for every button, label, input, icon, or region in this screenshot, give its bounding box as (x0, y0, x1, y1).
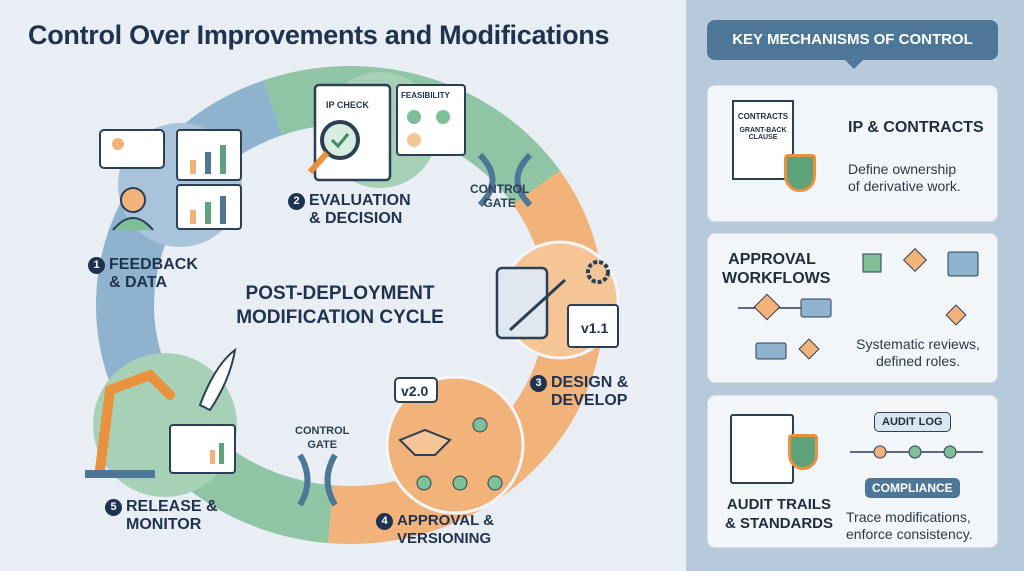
step-number-badge: 4 (376, 513, 393, 530)
doc-title: CONTRACTS (737, 112, 789, 121)
doc-sub: GRANT-BACK (739, 127, 787, 134)
compliance-tag: COMPLIANCE (865, 478, 960, 498)
desc-line: Systematic reviews, (856, 336, 980, 352)
workflow-diagram-icon (738, 247, 979, 360)
ip-check-text: IP CHECK (326, 100, 369, 110)
shield-check-icon (784, 154, 816, 192)
title-line: APPROVAL (728, 251, 816, 268)
step-label-line: DESIGN & (551, 374, 629, 391)
audit-timeline-icon (850, 445, 983, 459)
control-gate-label: CONTROL GATE (295, 424, 349, 452)
page-title: Control Over Improvements and Modificati… (28, 20, 610, 50)
cycle-center-title: POST-DEPLOYMENT MODIFICATION CYCLE (220, 282, 460, 330)
ip-check-clipboard-icon: IP CHECK FEASIBILITY (307, 83, 466, 182)
center-title-line: MODIFICATION CYCLE (236, 307, 444, 328)
tablet-design-icon: v1.1 (495, 260, 619, 348)
desc-line: enforce consistency. (846, 526, 973, 542)
step-label-line: EVALUATION (309, 192, 411, 209)
audit-clipboard-icon (730, 414, 794, 484)
gate-line: CONTROL (295, 425, 350, 437)
step-label-line: & DATA (109, 274, 168, 291)
card-title: IP & CONTRACTS (848, 119, 984, 136)
step-label-line: VERSIONING (397, 530, 492, 547)
card-title: APPROVAL WORKFLOWS (722, 250, 831, 288)
title-line: & STANDARDS (724, 515, 834, 532)
card-approval-workflows: APPROVAL WORKFLOWS Systematic reviews,def… (707, 233, 998, 383)
gate-line: GATE (483, 196, 516, 210)
control-gate-icon (297, 152, 533, 507)
title-line: WORKFLOWS (722, 270, 831, 287)
step-label-line: APPROVAL & (397, 512, 494, 529)
card-audit-trails: AUDIT TRAILS & STANDARDS AUDIT LOG COMPLI… (707, 395, 998, 548)
step-number-badge: 2 (288, 193, 305, 210)
center-title-line: POST-DEPLOYMENT (245, 283, 435, 304)
feasibility-text: FEASIBILITY (401, 91, 451, 100)
step-label-line: FEEDBACK (109, 256, 198, 273)
robot-arm-rocket-icon (85, 347, 237, 478)
step-label-line: & DECISION (309, 210, 403, 227)
gate-line: CONTROL (470, 182, 530, 196)
shield-check-icon (788, 434, 818, 470)
card-desc: Systematic reviews,defined roles. (843, 336, 993, 370)
desc-line: Trace modifications, (846, 509, 971, 525)
step-label-line: RELEASE & (126, 498, 218, 515)
card-desc: Trace modifications,enforce consistency. (846, 509, 973, 543)
doc-sub: CLAUSE (748, 134, 778, 141)
handshake-icon: v2.0 (394, 377, 503, 491)
contract-document-icon: CONTRACTS GRANT-BACK CLAUSE (732, 100, 794, 180)
audit-log-tag: AUDIT LOG (874, 412, 951, 432)
step-number-badge: 1 (88, 257, 105, 274)
desc-line: of derivative work. (848, 178, 961, 194)
gate-line: GATE (307, 439, 338, 451)
version-v11: v1.1 (581, 320, 608, 336)
cycle-diagram: IP CHECK FEASIBILITY v1.1 v2.0 (85, 66, 620, 544)
step-number-badge: 3 (530, 375, 547, 392)
step-label-line: MONITOR (126, 516, 202, 533)
card-title: AUDIT TRAILS & STANDARDS (714, 495, 844, 533)
title-line: AUDIT TRAILS (726, 496, 832, 513)
feedback-charts-icon (99, 129, 242, 231)
card-ip-contracts: CONTRACTS GRANT-BACK CLAUSE IP & CONTRAC… (707, 85, 998, 222)
desc-line: defined roles. (875, 353, 961, 369)
version-v20: v2.0 (401, 383, 428, 399)
desc-line: Define ownership (848, 161, 957, 177)
step-label-line: DEVELOP (551, 392, 628, 409)
step-number-badge: 5 (105, 499, 122, 516)
panel-header: KEY MECHANISMS OF CONTROL (707, 20, 998, 69)
